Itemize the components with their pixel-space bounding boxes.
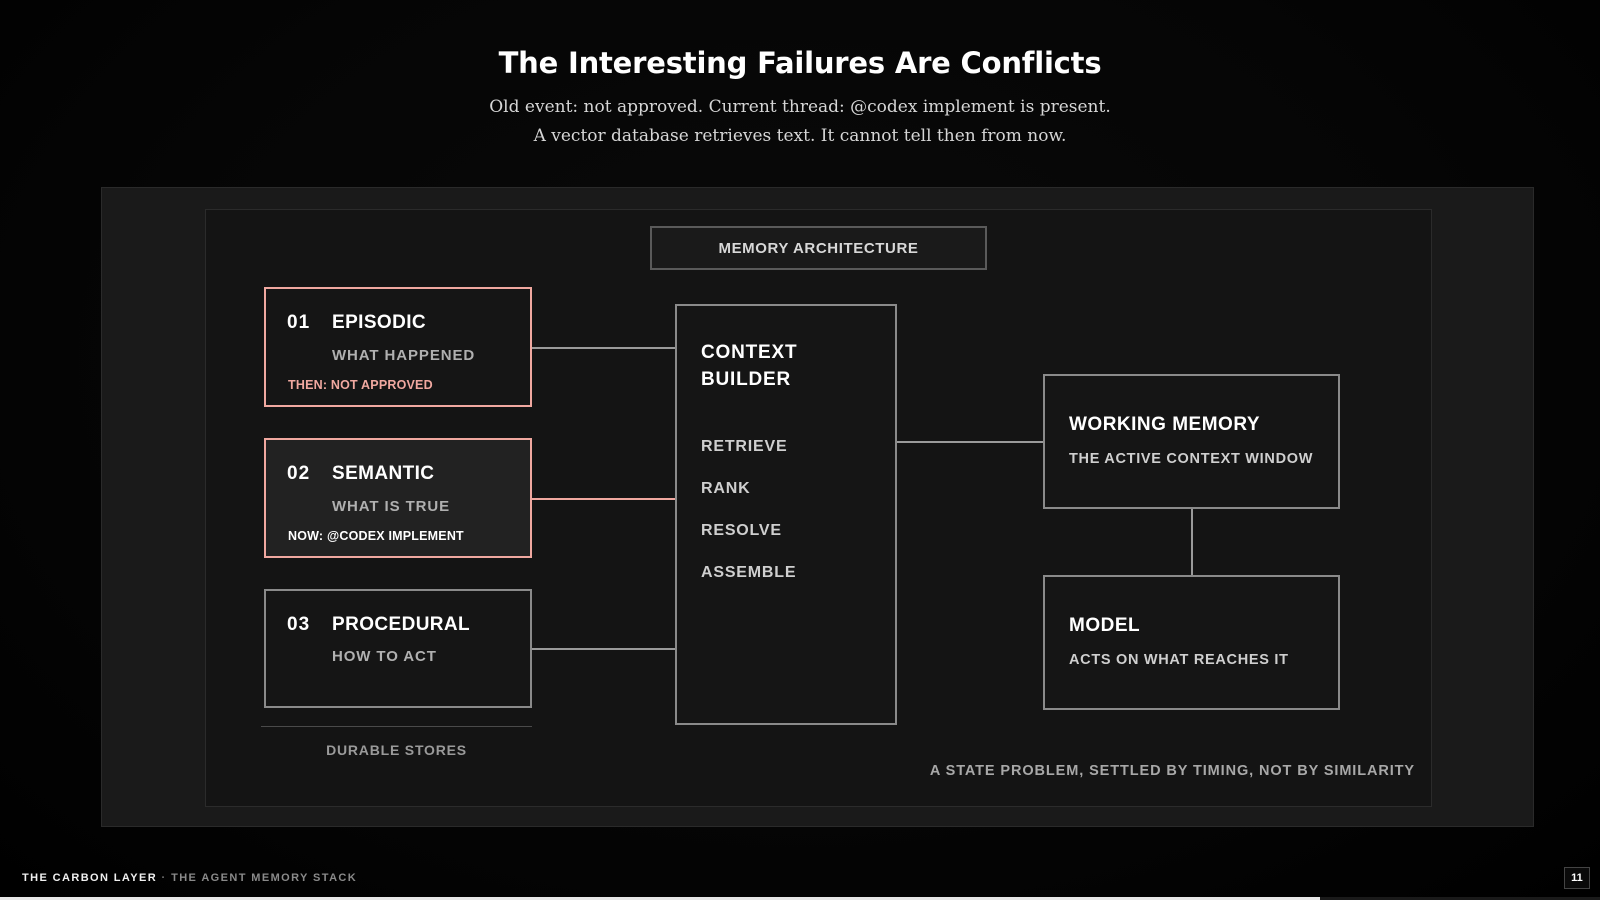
store-semantic: 02 SEMANTIC WHAT IS TRUE NOW: @CODEX IMP… xyxy=(264,438,532,558)
connector-context-working-memory xyxy=(897,441,1043,443)
subtitle-line-2: A vector database retrieves text. It can… xyxy=(533,126,1067,146)
store-description: HOW TO ACT xyxy=(332,648,437,665)
context-builder-title: CONTEXT BUILDER xyxy=(701,339,797,393)
working-memory-box: WORKING MEMORY THE ACTIVE CONTEXT WINDOW xyxy=(1043,374,1340,509)
context-builder-title-line-2: BUILDER xyxy=(701,369,792,390)
working-memory-description: THE ACTIVE CONTEXT WINDOW xyxy=(1069,451,1314,467)
working-memory-title: WORKING MEMORY xyxy=(1069,414,1261,435)
footer-separator: · xyxy=(161,872,167,884)
store-episodic: 01 EPISODIC WHAT HAPPENED THEN: NOT APPR… xyxy=(264,287,532,407)
progress-bar xyxy=(0,897,1600,900)
step-rank: RANK xyxy=(701,480,751,497)
store-number: 02 xyxy=(287,463,311,484)
durable-stores-label: DURABLE STORES xyxy=(326,742,467,758)
subtitle-line-1: Old event: not approved. Current thread:… xyxy=(489,97,1111,117)
footer: THE CARBON LAYER · THE AGENT MEMORY STAC… xyxy=(22,872,357,884)
store-note-now: NOW: @CODEX IMPLEMENT xyxy=(288,529,464,543)
store-description: WHAT IS TRUE xyxy=(332,498,451,515)
stores-divider xyxy=(261,726,532,727)
context-builder-steps: RETRIEVE RANK RESOLVE ASSEMBLE xyxy=(701,436,796,604)
context-builder-title-line-1: CONTEXT xyxy=(701,342,798,363)
store-number: 01 xyxy=(287,312,311,333)
store-name: EPISODIC xyxy=(332,312,426,333)
step-assemble: ASSEMBLE xyxy=(701,564,797,581)
connector-semantic-context xyxy=(532,498,675,500)
model-title: MODEL xyxy=(1069,615,1141,636)
store-number: 03 xyxy=(287,614,311,635)
step-retrieve: RETRIEVE xyxy=(701,438,788,455)
memory-architecture-label: MEMORY ARCHITECTURE xyxy=(650,226,987,270)
diagram-caption: A STATE PROBLEM, SETTLED BY TIMING, NOT … xyxy=(929,763,1415,779)
context-builder: CONTEXT BUILDER RETRIEVE RANK RESOLVE AS… xyxy=(675,304,897,725)
connector-episodic-context xyxy=(532,347,675,349)
store-name: SEMANTIC xyxy=(332,463,435,484)
progress-fill xyxy=(0,897,1320,900)
store-procedural: 03 PROCEDURAL HOW TO ACT xyxy=(264,589,532,708)
store-note-then: THEN: NOT APPROVED xyxy=(288,378,433,392)
connector-working-memory-model xyxy=(1191,509,1193,575)
footer-brand: THE CARBON LAYER xyxy=(22,872,158,884)
step-resolve: RESOLVE xyxy=(701,522,782,539)
footer-section: THE AGENT MEMORY STACK xyxy=(171,872,358,884)
slide-title: The Interesting Failures Are Conflicts xyxy=(498,46,1102,80)
model-box: MODEL ACTS ON WHAT REACHES IT xyxy=(1043,575,1340,710)
model-description: ACTS ON WHAT REACHES IT xyxy=(1069,652,1289,668)
store-description: WHAT HAPPENED xyxy=(332,347,476,364)
connector-procedural-context xyxy=(532,648,675,650)
store-name: PROCEDURAL xyxy=(332,614,471,635)
page-number: 11 xyxy=(1564,867,1590,889)
